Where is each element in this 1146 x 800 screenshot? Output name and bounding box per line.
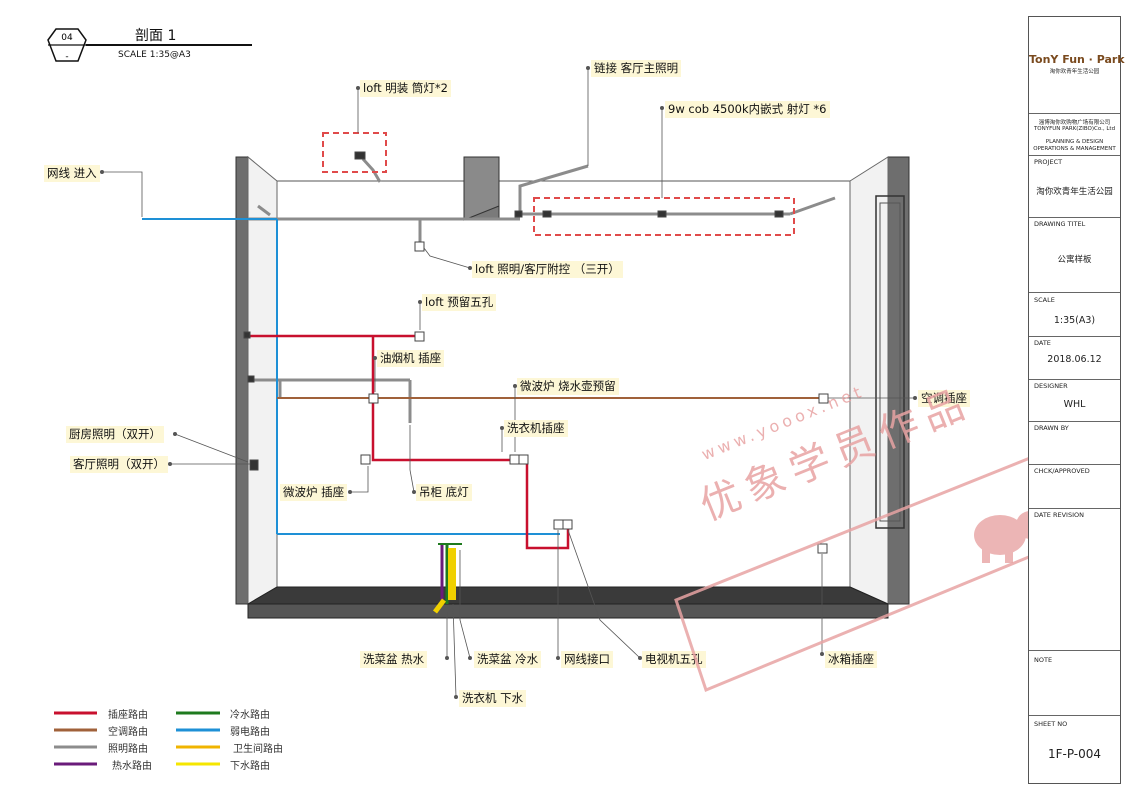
- drawing-caption: DRAWING TITEL: [1034, 220, 1086, 228]
- note-caption: NOTE: [1034, 656, 1053, 664]
- label-living-light: 客厅照明（双开）: [70, 456, 168, 473]
- label-fridge-socket: 冰箱插座: [825, 651, 877, 668]
- section-badge: [47, 28, 252, 62]
- designer-value: WHL: [1063, 399, 1086, 410]
- label-ac-socket: 空调插座: [918, 390, 970, 407]
- legend-swatches: [54, 711, 220, 766]
- revision-caption: DATE REVISION: [1034, 511, 1084, 519]
- label-loft-socket: loft 预留五孔: [422, 294, 497, 311]
- date-caption: DATE: [1034, 339, 1051, 347]
- label-microwave-socket: 微波炉 插座: [280, 484, 348, 501]
- label-cabinet-light: 吊柜 底灯: [416, 484, 472, 501]
- label-kitchen-light: 厨房照明（双开）: [66, 426, 164, 443]
- label-living-main-link: 链接 客厅主照明: [591, 60, 682, 77]
- drawn-caption: DRAWN BY: [1034, 424, 1069, 432]
- legend-bathroom: 卫生间路由: [233, 744, 283, 755]
- company-cn: 淄博淘你欢购物广场有限公司: [1038, 120, 1111, 126]
- downlight-callout: [533, 197, 795, 236]
- label-tv-socket: 电视机五孔: [642, 651, 706, 668]
- company-en: TONYFUN PARK(ZIBO)Co., Ltd: [1033, 126, 1116, 132]
- drawing-title: 剖面 1: [135, 28, 177, 44]
- legend-weak-current: 弱电路由: [230, 727, 270, 738]
- project-caption: PROJECT: [1034, 158, 1063, 166]
- label-hood-socket: 油烟机 插座: [377, 350, 445, 367]
- leader-dots: [100, 66, 917, 699]
- check-caption: CHCK/APPROVED: [1034, 467, 1090, 475]
- date-value: 2018.06.12: [1047, 354, 1102, 365]
- door-frame: [875, 195, 905, 529]
- label-washer-socket: 洗衣机插座: [504, 420, 568, 437]
- section-sub: -: [65, 52, 69, 62]
- label-loft-switch: loft 照明/客厅附控 （三开）: [472, 261, 623, 278]
- label-loft-light: loft 明装 筒灯*2: [360, 80, 451, 97]
- label-network-port: 网线接口: [561, 651, 613, 668]
- label-microwave-reserve: 微波炉 烧水壶预留: [517, 378, 619, 395]
- legend-ac: 空调路由: [108, 727, 148, 738]
- designer-caption: DESIGNER: [1034, 382, 1068, 390]
- legend-hot-water: 热水路由: [112, 761, 152, 772]
- project-name: 淘你欢青年生活公园: [1036, 187, 1113, 197]
- section-number: 04: [61, 33, 73, 43]
- dept-operations: OPERATIONS & MANAGEMENT: [1033, 146, 1116, 152]
- network-route: [142, 218, 560, 535]
- legend-lighting: 照明路由: [108, 744, 148, 755]
- label-sink-cold: 洗菜盆 冷水: [474, 651, 542, 668]
- scale-caption: SCALE: [1034, 296, 1055, 304]
- logo: TonY Fun · Park: [1029, 53, 1125, 66]
- sheet-number: 1F-P-004: [1047, 747, 1102, 761]
- title-block: TonY Fun · Park 淘你欢青年生活公园 淄博淘你欢购物广场有限公司 …: [1028, 16, 1125, 784]
- logo-sub: 淘你欢青年生活公园: [1049, 69, 1100, 75]
- leader-lines: [102, 68, 915, 698]
- label-downlight: 9w cob 4500k内嵌式 射灯 *6: [665, 101, 830, 118]
- dept-planning: PLANNING & DESIGN: [1045, 139, 1104, 145]
- scale-value: 1:35(A3): [1053, 315, 1096, 326]
- legend-cold-water: 冷水路由: [230, 710, 270, 721]
- label-washer-drain: 洗衣机 下水: [459, 690, 527, 707]
- drawing-name: 公寓样板: [1057, 255, 1092, 265]
- water-pipes: [433, 543, 462, 614]
- label-sink-hot: 洗菜盆 热水: [360, 651, 428, 668]
- label-network-in: 网线 进入: [44, 165, 100, 182]
- lighting-route: [248, 157, 836, 423]
- floor-slab: [247, 603, 889, 619]
- drawing-scale: SCALE 1:35@A3: [118, 50, 191, 60]
- legend-drain: 下水路由: [230, 761, 270, 772]
- fixtures: [243, 151, 829, 554]
- sheet-caption: SHEET NO: [1034, 720, 1068, 728]
- legend-socket: 插座路由: [108, 710, 148, 721]
- loft-light-callout: [322, 132, 387, 173]
